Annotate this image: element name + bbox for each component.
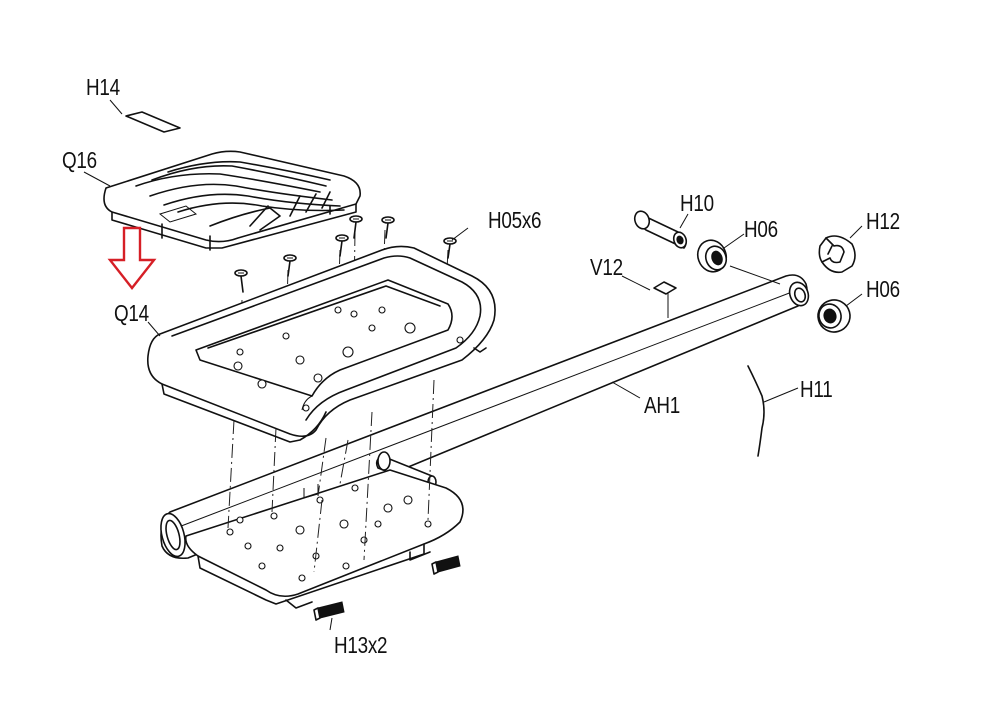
- label-q14-text: Q14: [114, 300, 149, 326]
- base-plate: [184, 469, 464, 609]
- label-h11-text: H11: [800, 376, 833, 402]
- end-cap-h13-right: [431, 555, 461, 575]
- end-cap-h13-left: [313, 601, 345, 621]
- label-h05-text: H05x6: [488, 207, 542, 233]
- leader-lines: [83, 99, 863, 631]
- label-v12-text: V12: [590, 254, 623, 280]
- wire-h11: [747, 365, 765, 457]
- screw-4: [349, 215, 363, 239]
- clip-h12: [818, 235, 856, 274]
- label-h14: [125, 111, 181, 133]
- label-q16-text: Q16: [62, 147, 97, 173]
- screws-h05: [234, 215, 457, 293]
- label-h06-right-text: H06: [866, 276, 900, 302]
- screw-1: [234, 269, 248, 293]
- pedal-cover-q16: [103, 150, 361, 251]
- screw-3: [335, 234, 349, 257]
- sticker-v12: [653, 281, 677, 295]
- label-h10-text: H10: [680, 190, 714, 216]
- pedal-tray-q14: [146, 245, 496, 443]
- label-h14-text: H14: [86, 74, 120, 100]
- tube-ah1: [160, 274, 810, 560]
- washer-h06-top: [696, 239, 781, 285]
- label-ah1-text: AH1: [644, 392, 680, 418]
- down-arrow-icon: [107, 226, 157, 290]
- bushing-h10: [633, 210, 688, 249]
- label-h06-top-text: H06: [744, 216, 778, 242]
- label-h12-text: H12: [866, 208, 900, 234]
- screw-5: [381, 216, 395, 239]
- screw-6: [443, 237, 457, 259]
- screw-2: [283, 254, 297, 277]
- washer-h06-right: [817, 299, 851, 333]
- label-h13-text: H13x2: [334, 632, 388, 658]
